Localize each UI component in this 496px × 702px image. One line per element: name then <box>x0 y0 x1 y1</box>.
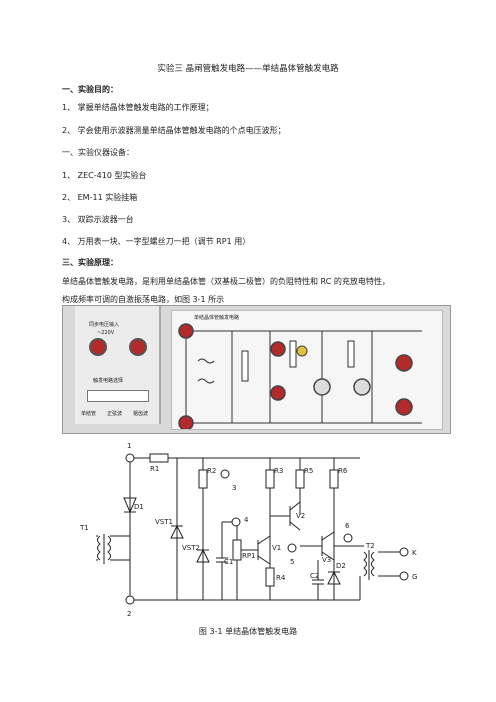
v1-transistor <box>246 535 271 565</box>
panel-label-ujt: 单结管 <box>81 411 97 417</box>
schematic-label-rp1: RP1 <box>242 552 256 560</box>
section-equipment-heading: 一、实验仪器设备： <box>62 148 134 157</box>
terminal-2 <box>125 595 135 605</box>
principle-paragraph-line1: 单结晶体管触发电路，是利用单结晶体管（双基极二极管）的负阻特性和 RC 的充放电… <box>62 277 390 286</box>
d2-diode <box>327 570 341 585</box>
v2-transistor <box>270 501 301 531</box>
board-photo-circuit: 单结晶体管触发电路 <box>171 310 443 430</box>
panel-terminal-2 <box>129 338 147 356</box>
panel-terminal-1 <box>89 338 107 356</box>
terminal-k <box>399 547 409 557</box>
equipment-1: 1、 ZEC-410 型实验台 <box>62 171 147 180</box>
objective-2: 2、 学会使用示波器测量单结晶体管触发电路的个点电压波形； <box>62 126 286 135</box>
terminal-6 <box>343 533 353 543</box>
terminal-5 <box>287 543 297 553</box>
schematic-label-v1: V1 <box>272 544 281 552</box>
schematic-label-vst2: VST2 <box>182 544 200 552</box>
schematic-label-2: 2 <box>127 610 131 618</box>
section-principle-heading: 三、实验原理： <box>62 258 118 267</box>
objective-1: 1、 掌握单结晶体管触发电路的工作原理； <box>62 103 214 112</box>
schematic-label-r6: R6 <box>338 467 348 475</box>
board-photo: 同步电压输入 ~220V 触发电路选择 单结管 正弦波 锯齿波 单结晶体管触发电… <box>62 305 451 434</box>
schematic-label-d1: D1 <box>134 503 144 511</box>
schematic-label-r2: R2 <box>207 467 216 475</box>
schematic-label-3: 3 <box>232 484 236 492</box>
schematic-label-v3: V3 <box>322 556 331 564</box>
board-circuit-drawing <box>178 323 422 429</box>
schematic-label-d2: D2 <box>336 562 346 570</box>
schematic-label-vst1: VST1 <box>155 518 173 526</box>
schematic-label-k: K <box>412 549 417 557</box>
schematic-label-r1: R1 <box>150 465 159 473</box>
terminal-g <box>399 571 409 581</box>
rp1-potentiometer <box>232 539 242 561</box>
schematic-label-r5: R5 <box>304 467 313 475</box>
panel-label-sawtooth: 锯齿波 <box>133 411 149 417</box>
schematic-label-4: 4 <box>244 516 249 524</box>
schematic-label-c1: C1 <box>224 558 233 566</box>
r5-resistor <box>295 469 305 489</box>
schematic-label-1: 1 <box>127 442 131 450</box>
panel-label-voltage: ~220V <box>97 330 115 336</box>
d1-diode <box>123 497 137 514</box>
panel-label-trigger-select: 触发电路选择 <box>93 378 124 384</box>
r4-resistor <box>265 567 275 587</box>
r6-resistor <box>329 469 339 489</box>
c2-capacitor <box>312 560 324 600</box>
schematic-label-v2: V2 <box>296 512 305 520</box>
schematic-label-t2: T2 <box>365 542 375 550</box>
doc-title: 实验三 晶闸管触发电路——单结晶体管触发电路 <box>157 64 339 74</box>
c1-capacitor <box>216 522 228 600</box>
terminal-1 <box>125 453 135 463</box>
terminal-4 <box>231 517 241 527</box>
schematic-label-c2: C2 <box>310 572 319 580</box>
schematic-label-r4: R4 <box>276 574 286 582</box>
equipment-2: 2、 EM-11 实验挂箱 <box>62 193 138 202</box>
equipment-4: 4、 万用表一块、一字型螺丝刀一把（调节 RP1 用） <box>62 237 251 246</box>
schematic-label-t1: T1 <box>79 524 89 532</box>
schematic-label-g: G <box>412 573 417 581</box>
panel-label-sine: 正弦波 <box>107 411 123 417</box>
t1-transformer <box>97 535 111 561</box>
principle-paragraph-line2: 构成频率可调的自激振荡电路，如图 3-1 所示 <box>62 295 225 304</box>
panel-label-sync-input: 同步电压输入 <box>89 322 120 328</box>
r2-resistor <box>198 469 208 489</box>
board-photo-left-panel: 同步电压输入 ~220V 触发电路选择 单结管 正弦波 锯齿波 <box>75 306 161 424</box>
schematic-label-6: 6 <box>345 522 350 530</box>
t2-transformer <box>363 551 375 577</box>
section-objectives-heading: 一、实验目的： <box>62 85 118 94</box>
panel-selector-switch <box>87 390 149 402</box>
equipment-3: 3、 双踪示波器一台 <box>62 215 134 224</box>
r1-resistor <box>149 453 169 463</box>
schematic-label-r3: R3 <box>274 467 283 475</box>
v3-transistor <box>300 531 335 561</box>
vst2-zener <box>196 548 210 563</box>
terminal-3 <box>220 469 230 479</box>
board-label: 单结晶体管触发电路 <box>194 315 240 321</box>
r3-resistor <box>265 469 275 489</box>
figure-caption: 图 3-1 单结晶体管触发电路 <box>198 627 298 636</box>
schematic-label-5: 5 <box>290 558 294 566</box>
vst1-zener <box>170 458 184 600</box>
